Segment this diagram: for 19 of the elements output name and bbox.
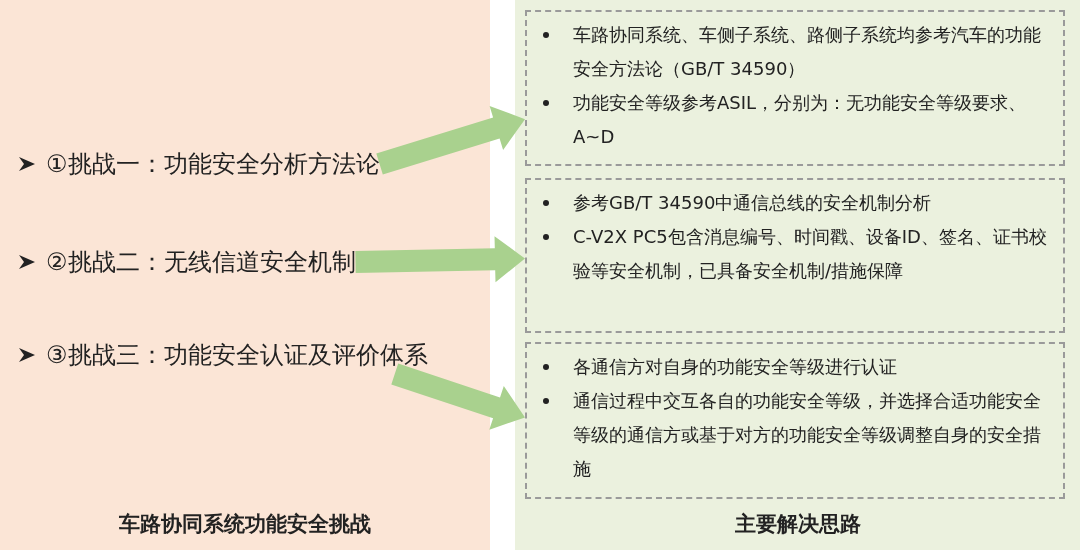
bullet-text: 各通信方对自身的功能安全等级进行认证: [573, 355, 897, 379]
bullet-text: 功能安全等级参考ASIL，分别为：无功能安全等级要求、A~D: [573, 91, 1028, 149]
column-panel: [0, 0, 490, 550]
challenge-text: ②挑战二：无线信道安全机制: [46, 247, 356, 278]
solution-box: [525, 10, 1065, 166]
challenge-text: ③挑战三：功能安全认证及评价体系: [46, 340, 428, 371]
bullet-text: 参考GB/T 34590中通信总线的安全机制分析: [573, 191, 932, 215]
solution-box: [525, 342, 1065, 499]
solution-box: [525, 178, 1065, 333]
block-arrow: [355, 236, 525, 283]
column-heading: 车路协同系统功能安全挑战: [119, 511, 371, 538]
column-heading: 主要解决思路: [734, 511, 861, 538]
challenge-text: ①挑战一：功能安全分析方法论: [46, 149, 380, 180]
bullet-text: C-V2X PC5包含消息编号、时间戳、设备ID、签名、证书校验等安全机制，已具备安全机制/措施保障: [573, 225, 1048, 283]
bullet-text: 车路协同系统、车侧子系统、路侧子系统均参考汽车的功能安全方法论（GB/T 34590）: [573, 23, 1042, 81]
bullet-text: 通信过程中交互各自的功能安全等级，并选择合适功能安全等级的通信方或基于对方的功能安全等级调整自身的安全措施: [573, 389, 1042, 481]
block-arrow: [391, 363, 525, 430]
column-panel: [515, 0, 1080, 550]
block-arrow: [376, 106, 525, 175]
